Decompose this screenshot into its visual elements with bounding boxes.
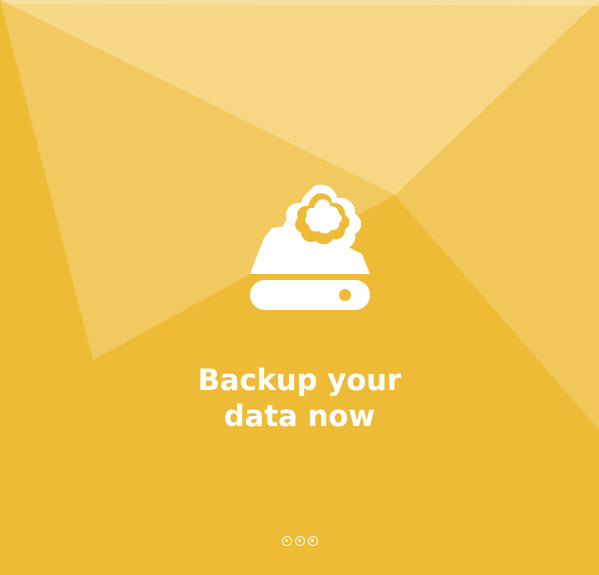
background-facet-right bbox=[395, 0, 599, 430]
page-indicator bbox=[0, 536, 599, 550]
drive-led-shape bbox=[339, 289, 351, 301]
headline: Backup your data now bbox=[0, 362, 599, 434]
page-dot-3[interactable] bbox=[307, 536, 318, 546]
cloud-badge bbox=[283, 184, 361, 258]
drive-body-shape bbox=[250, 280, 370, 310]
page-dot-1[interactable] bbox=[281, 536, 292, 546]
cloud-backup-drive-icon bbox=[250, 184, 370, 310]
headline-line-1: Backup your bbox=[197, 363, 402, 397]
background-facet-top-strip bbox=[0, 0, 599, 6]
page-dot-2[interactable] bbox=[294, 536, 305, 546]
background-facet-top bbox=[0, 0, 599, 195]
background-facet-left bbox=[0, 0, 395, 360]
headline-line-2: data now bbox=[223, 399, 376, 433]
